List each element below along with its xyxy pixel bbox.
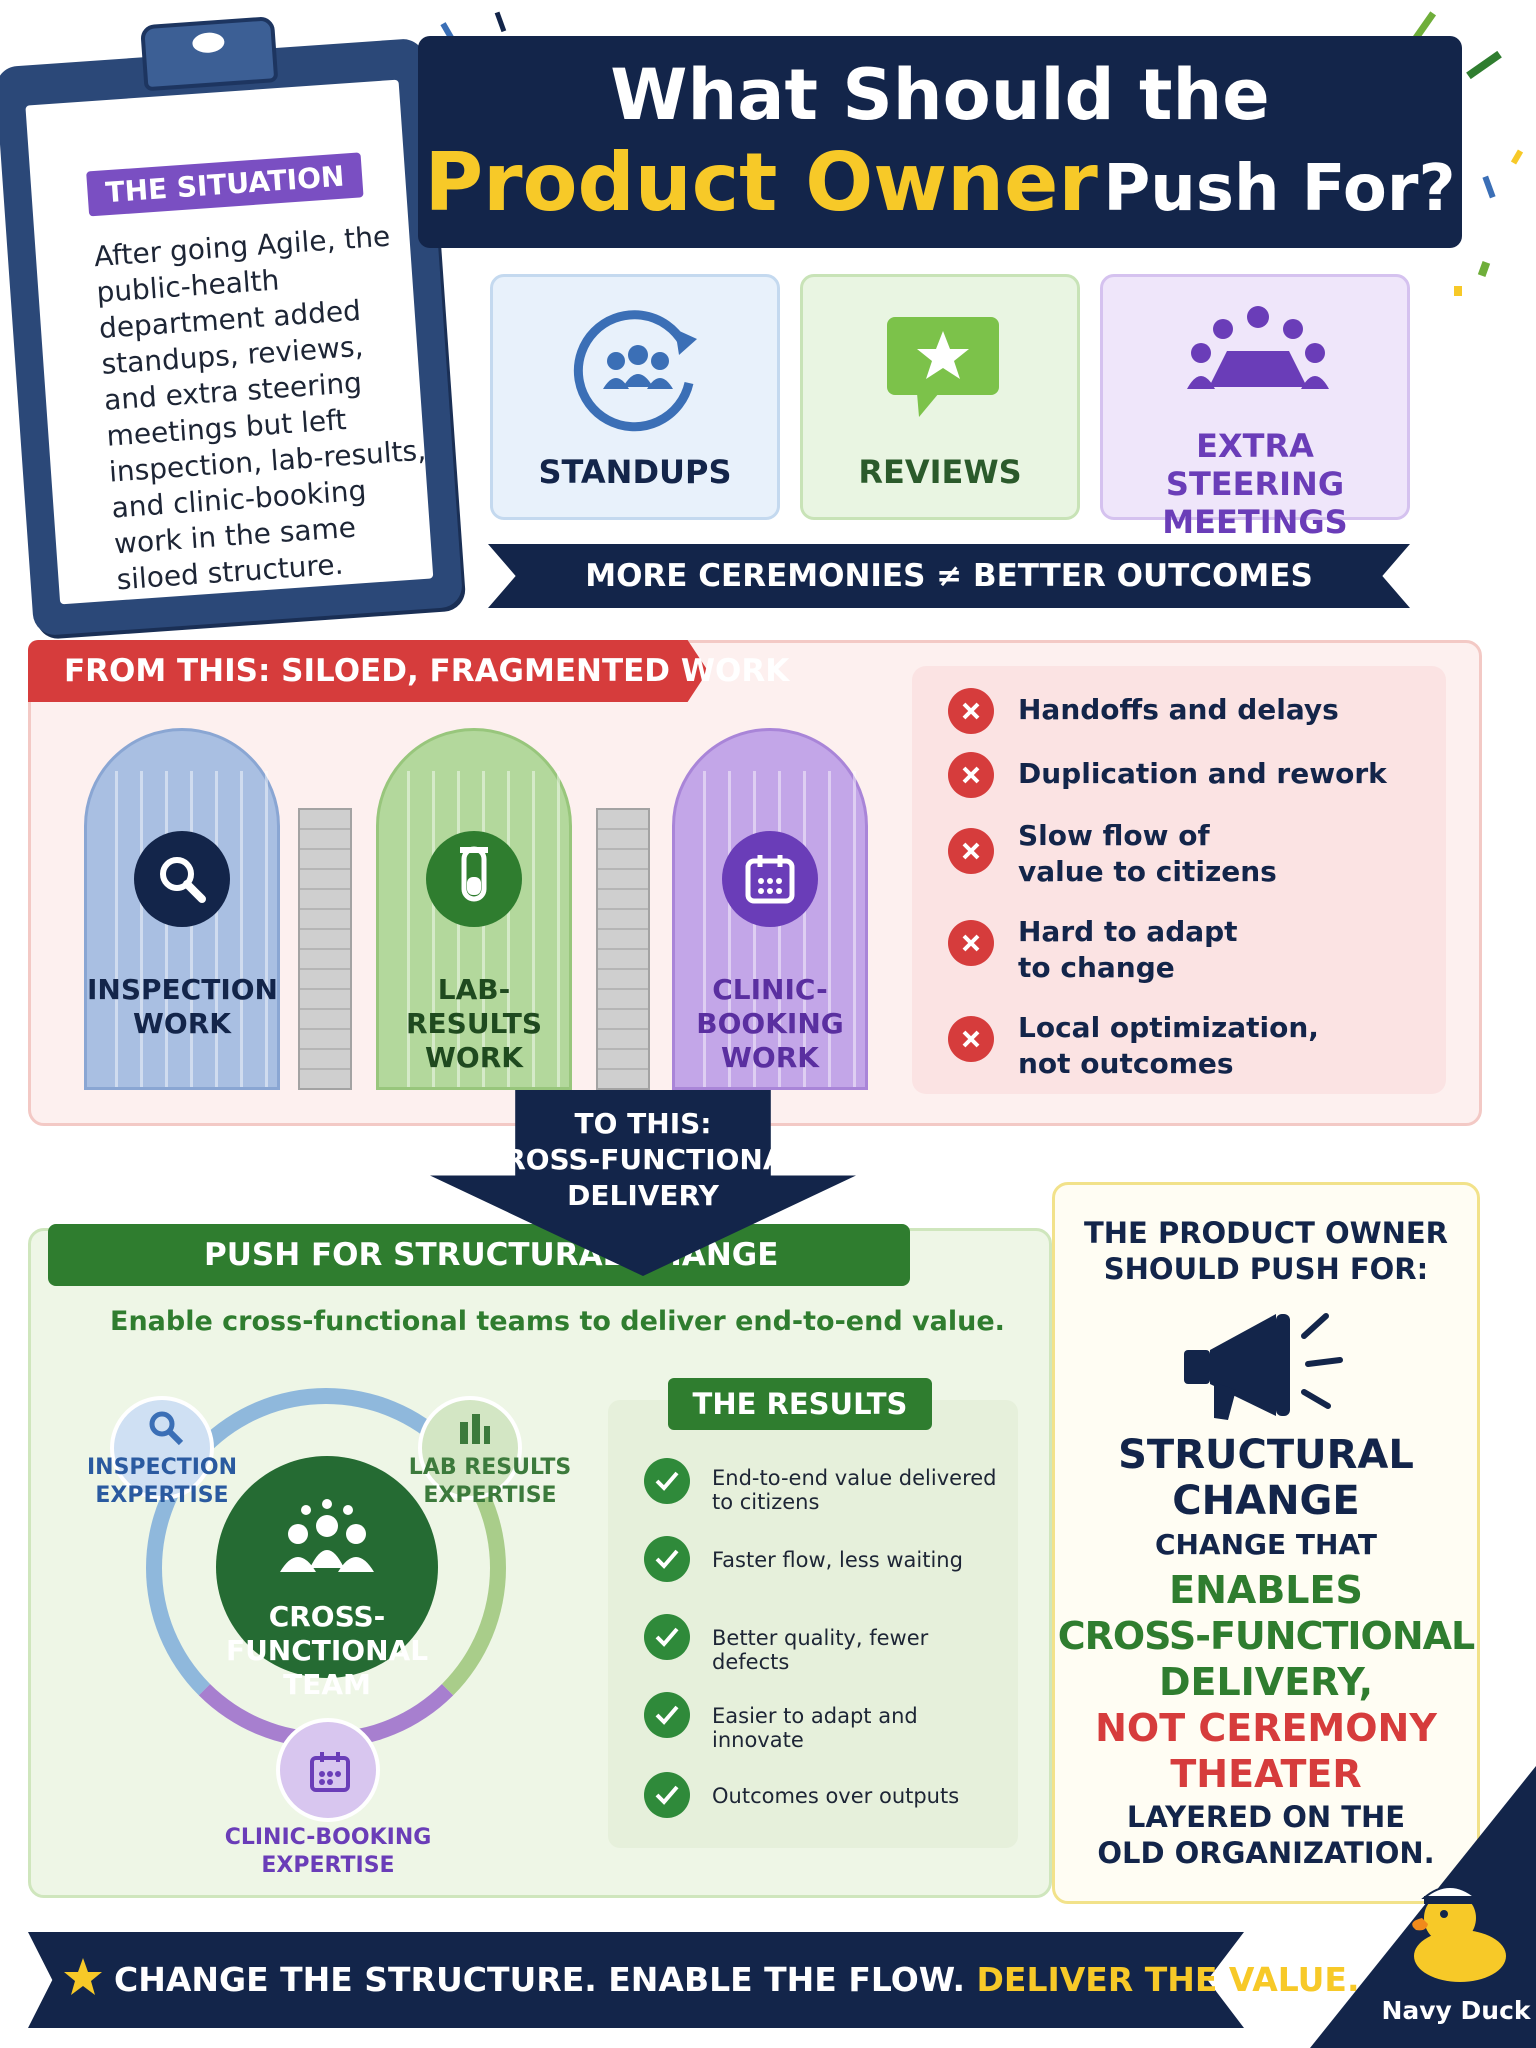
confetti-decoration — [437, 11, 1524, 296]
result-text: Outcomes over outputs — [712, 1784, 960, 1808]
ceremonies-banner — [488, 544, 1410, 608]
issues-list — [912, 666, 1446, 1094]
check-icon — [644, 1458, 690, 1504]
check-icon — [644, 1614, 690, 1660]
silo-label-clinic-booking: CLINIC-BOOKING WORK — [696, 973, 844, 1074]
footer-banner — [28, 1932, 1244, 2028]
check-icon — [644, 1692, 690, 1738]
silo-clinic-booking: CLINIC-BOOKING WORK — [672, 728, 868, 1090]
footer-text: CHANGE THE STRUCTURE. ENABLE THE FLOW. D… — [114, 1960, 1360, 1999]
clinic-booking-expertise-bubble — [276, 1718, 380, 1822]
situation-clipboard: THE SITUATION After going Agile, the pub… — [0, 16, 464, 637]
silo-wall-1 — [298, 808, 352, 1090]
calendar-icon — [722, 831, 818, 927]
ceremony-card-reviews: REVIEWS — [800, 274, 1080, 520]
silo-label-lab-results: LAB-RESULTS WORK — [405, 973, 543, 1074]
lab-results-expertise-bubble — [418, 1396, 522, 1500]
po-green-line-1: ENABLES — [1169, 1568, 1363, 1612]
po-big-line-1: STRUCTURAL — [1118, 1432, 1414, 1478]
magnifier-icon — [134, 831, 230, 927]
lab-equipment-icon — [460, 1414, 490, 1444]
po-navy-line-1: LAYERED ON THE — [1126, 1800, 1406, 1834]
x-icon — [948, 828, 994, 874]
x-icon — [948, 920, 994, 966]
inspection-expertise-bubble — [110, 1396, 214, 1500]
check-icon — [644, 1772, 690, 1818]
po-green-line-2: CROSS-FUNCTIONAL — [1057, 1614, 1476, 1658]
silo-label-inspection: INSPECTION WORK — [87, 973, 278, 1040]
product-owner-panel — [1052, 1182, 1480, 1904]
ceremony-label-standups: STANDUPS — [538, 453, 732, 491]
po-red-line-2: THEATER — [1170, 1752, 1362, 1796]
po-navy-line-2: OLD ORGANIZATION. — [1097, 1836, 1435, 1870]
silo-wall-2 — [596, 808, 650, 1090]
structural-change-tag — [48, 1224, 910, 1286]
result-text: End-to-end value delivered to citizens — [712, 1466, 997, 1514]
siloed-work-tag — [28, 640, 708, 702]
title-line-1: What Should the — [610, 54, 1270, 136]
magnifier-icon — [149, 1411, 184, 1446]
cross-functional-team-core — [216, 1456, 438, 1678]
title-banner — [418, 36, 1462, 248]
result-text: Faster flow, less waiting — [712, 1548, 963, 1572]
title-line-2: Product Owner Push For? — [418, 138, 1462, 250]
star-speech-bubble-icon — [887, 317, 999, 417]
star-icon — [64, 1958, 102, 1995]
ceremonies-banner-text: MORE CEREMONIES ≠ BETTER OUTCOMES — [585, 558, 1313, 594]
siloed-work-tag-text: FROM THIS: SILOED, FRAGMENTED WORK — [64, 653, 790, 689]
title-highlight: Product Owner — [424, 136, 1098, 229]
title-rest: Push For? — [1103, 152, 1456, 226]
ceremony-card-standups: STANDUPS — [490, 274, 780, 520]
issue-text: Handoffs and delays — [1018, 693, 1339, 726]
x-icon — [948, 1016, 994, 1062]
situation-tag: THE SITUATION — [86, 152, 364, 217]
megaphone-icon — [1184, 1313, 1343, 1420]
silo-lab-results: LAB-RESULTS WORK — [376, 728, 572, 1090]
po-green-line-3: DELIVERY, — [1158, 1660, 1374, 1704]
po-small-line: CHANGE THAT — [1154, 1528, 1378, 1561]
po-heading-line-1: THE PRODUCT OWNER — [1083, 1216, 1449, 1250]
test-tube-icon — [426, 831, 522, 927]
meeting-table-icon — [1187, 306, 1329, 389]
clipboard-paper: THE SITUATION After going Agile, the pub… — [25, 79, 434, 605]
po-heading-line-2: SHOULD PUSH FOR: — [1103, 1252, 1429, 1286]
po-red-line-1: NOT CEREMONY — [1095, 1706, 1437, 1750]
calendar-icon — [310, 1752, 350, 1792]
x-icon — [948, 752, 994, 798]
ceremony-label-reviews: REVIEWS — [858, 453, 1022, 491]
po-big-line-2: CHANGE — [1172, 1478, 1360, 1524]
issue-text: Duplication and rework — [1018, 757, 1387, 790]
ceremony-label-steering: EXTRA STEERING MEETINGS — [1162, 427, 1348, 541]
silo-inspection: INSPECTION WORK — [84, 728, 280, 1090]
structural-change-subtitle: Enable cross-functional teams to deliver… — [110, 1306, 1005, 1337]
ceremony-card-steering: EXTRA STEERING MEETINGS — [1100, 274, 1410, 541]
issue-text: Local optimization,not outcomes — [1018, 1011, 1319, 1080]
team-cycle-icon — [573, 310, 697, 432]
x-icon — [948, 688, 994, 734]
brand-name: Navy Duck — [1381, 1996, 1531, 2025]
situation-text: After going Agile, the public-health dep… — [92, 219, 427, 597]
duck-mascot-icon — [1412, 1886, 1506, 1982]
result-text: Easier to adapt and innovate — [712, 1704, 918, 1752]
result-text: Better quality, fewer defects — [712, 1626, 929, 1674]
cross-functional-team-label: CROSS-FUNCTIONAL TEAM — [225, 1600, 429, 1701]
check-icon — [644, 1536, 690, 1582]
results-tag: THE RESULTS — [668, 1378, 932, 1430]
clipboard-clip — [140, 16, 279, 92]
team-icon — [280, 1499, 374, 1572]
